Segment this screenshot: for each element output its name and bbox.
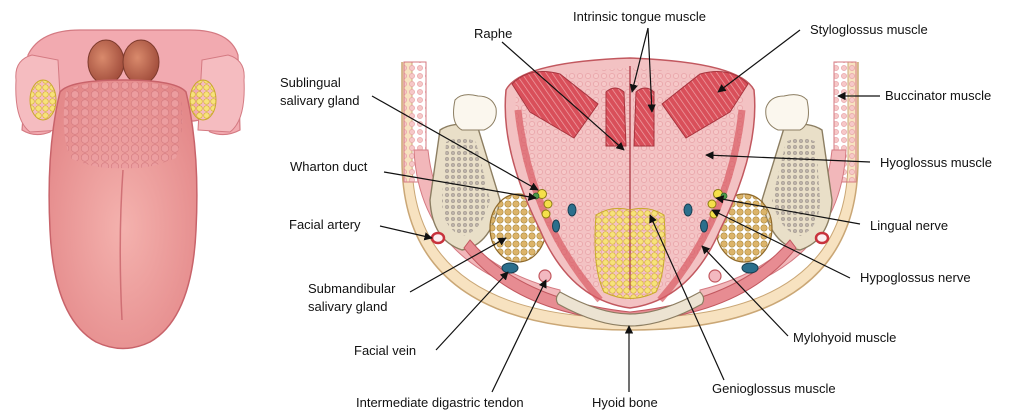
label-sublingual-line1: Sublingual [280, 75, 341, 90]
label-genioglossus-muscle: Genioglossus muscle [712, 381, 836, 396]
label-intermediate-digastric-tendon: Intermediate digastric tendon [356, 395, 524, 410]
label-raphe: Raphe [474, 26, 512, 41]
label-hypoglossus-nerve: Hypoglossus nerve [860, 270, 971, 285]
label-submandibular-line1: Submandibular [308, 281, 395, 296]
label-facial-vein: Facial vein [354, 343, 416, 358]
label-intrinsic-tongue-muscle: Intrinsic tongue muscle [573, 9, 706, 24]
label-hyoglossus-muscle: Hyoglossus muscle [880, 155, 992, 170]
label-facial-artery: Facial artery [289, 217, 361, 232]
tongue-cross-section [402, 58, 858, 330]
label-lingual-nerve: Lingual nerve [870, 218, 948, 233]
label-hyoid-bone: Hyoid bone [592, 395, 658, 410]
label-buccinator-muscle: Buccinator muscle [885, 88, 991, 103]
label-submandibular-line2: salivary gland [308, 299, 388, 314]
tongue-dorsal-view [16, 30, 244, 349]
label-styloglossus-muscle: Styloglossus muscle [810, 22, 928, 37]
label-mylohyoid-muscle: Mylohyoid muscle [793, 330, 896, 345]
label-wharton-duct: Wharton duct [290, 159, 367, 174]
label-sublingual-line2: salivary gland [280, 93, 360, 108]
